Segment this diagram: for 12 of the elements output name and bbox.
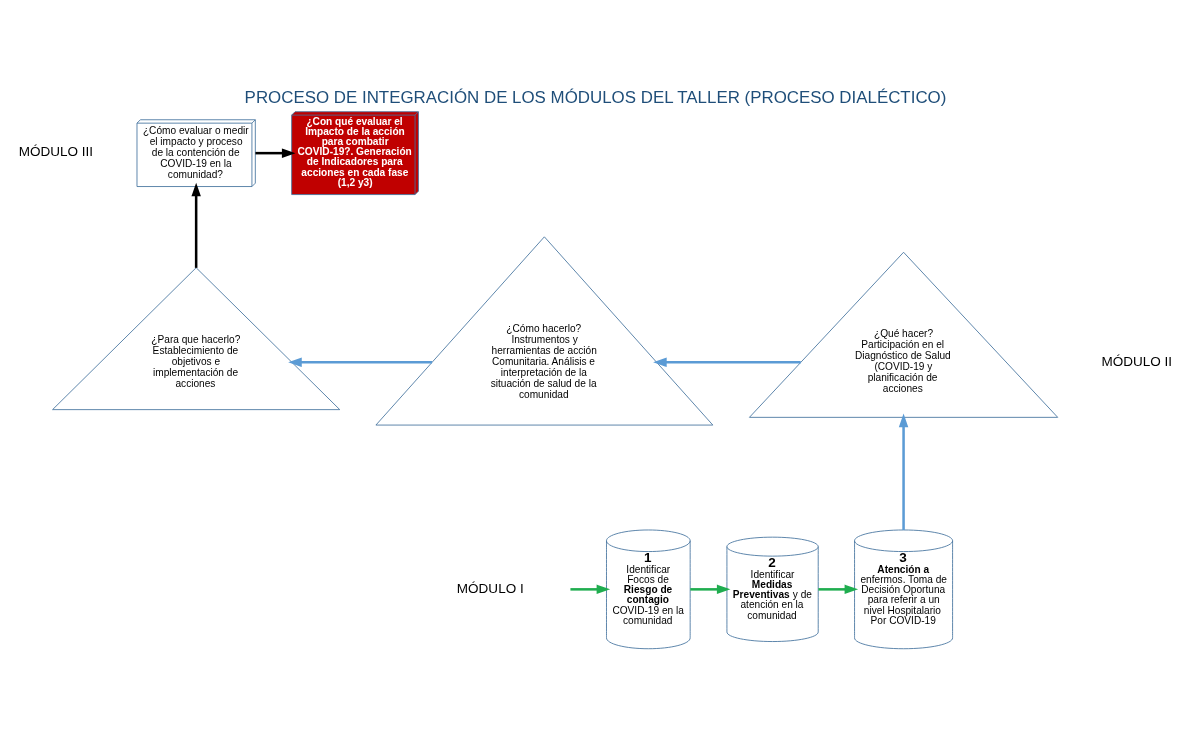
arrow	[255, 148, 296, 158]
arrow	[690, 584, 731, 595]
arrow	[191, 182, 201, 268]
arrow	[898, 413, 909, 530]
arrow	[653, 357, 801, 368]
diagram-title: PROCESO DE INTEGRACIÓN DE LOS MÓDULOS DEL TALLER (PROCESO DIALÉCTICO)	[244, 88, 947, 108]
label: MÓDULO II	[1101, 353, 1173, 369]
arrow	[570, 584, 611, 595]
arrow	[288, 357, 432, 368]
label: MÓDULO III	[18, 144, 94, 160]
label: MÓDULO I	[456, 580, 524, 596]
arrow	[818, 584, 859, 595]
